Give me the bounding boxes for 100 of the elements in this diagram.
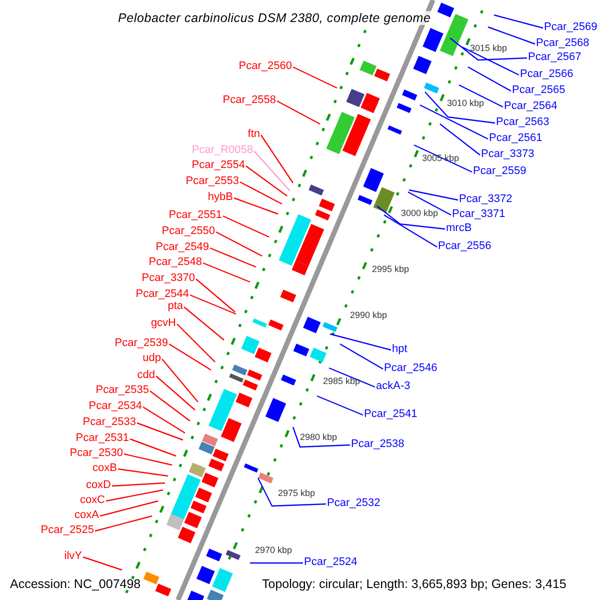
leader-line bbox=[424, 92, 496, 124]
gene-label: Pcar_3373 bbox=[481, 147, 534, 161]
gene-label: ackA-3 bbox=[376, 379, 410, 393]
gene-label: Pcar_2539 bbox=[114, 336, 168, 350]
gene-label: coxA bbox=[74, 508, 99, 522]
leader-line bbox=[292, 66, 338, 89]
leader-line bbox=[408, 191, 452, 216]
leader-line bbox=[106, 489, 164, 502]
gene-label: ftn bbox=[248, 127, 260, 141]
leader-line bbox=[222, 215, 270, 238]
leader-line bbox=[202, 262, 250, 283]
gene-label: Pcar_2554 bbox=[192, 158, 245, 172]
leader-line bbox=[210, 247, 256, 268]
leader-line bbox=[246, 166, 288, 196]
leader-line bbox=[414, 144, 472, 173]
leader-line bbox=[184, 306, 224, 340]
leader-line bbox=[190, 294, 236, 315]
leader-line bbox=[162, 358, 198, 402]
scale-label: 3015 kbp bbox=[470, 43, 508, 53]
leader-line bbox=[316, 395, 364, 416]
scale-label: 2995 kbp bbox=[372, 264, 410, 274]
gene-label: Pcar_3372 bbox=[459, 192, 512, 206]
gene-label: Pcar_2544 bbox=[136, 287, 189, 301]
gene-label: Pcar_2560 bbox=[238, 59, 292, 73]
gene-label: udp bbox=[142, 351, 161, 365]
leader-line bbox=[257, 478, 326, 507]
leader-line bbox=[408, 189, 458, 201]
leader-line bbox=[384, 214, 438, 248]
leader-line bbox=[260, 134, 294, 184]
leader-line bbox=[100, 500, 158, 517]
leader-line bbox=[124, 453, 172, 466]
scale-label: 3000 kbp bbox=[401, 208, 438, 218]
gene-label: coxC bbox=[80, 493, 105, 507]
leader-line bbox=[168, 343, 212, 371]
leader-line bbox=[494, 14, 544, 29]
scale-label: 2970 kbp bbox=[255, 545, 292, 555]
leader-line bbox=[458, 84, 504, 108]
leader-line bbox=[340, 343, 384, 370]
gene-label: gcvH bbox=[150, 316, 176, 330]
leader-line bbox=[216, 231, 262, 257]
gene-label: Pcar_2541 bbox=[364, 407, 418, 421]
gene-label: Pcar_2563 bbox=[496, 115, 550, 129]
info-text: Topology: circular; Length: 3,665,893 bp; Genes: 3,415 bbox=[262, 577, 566, 591]
scale-label: 2990 kbp bbox=[350, 310, 388, 320]
gene-label: hpt bbox=[392, 342, 408, 356]
leader-line bbox=[150, 390, 190, 422]
leader-line bbox=[450, 38, 528, 61]
scale-label: 2975 kbp bbox=[278, 488, 316, 498]
leader-line bbox=[488, 26, 536, 45]
leader-line bbox=[142, 406, 186, 434]
gene-label: Pcar_2553 bbox=[186, 174, 239, 188]
gene-label: Pcar_2533 bbox=[82, 415, 136, 429]
leader-line bbox=[420, 104, 488, 140]
gene-label: Pcar_2531 bbox=[76, 431, 129, 445]
gene-label: Pcar_2564 bbox=[504, 99, 558, 113]
leader-line bbox=[82, 556, 122, 571]
info-text: Accession: NC_007498 bbox=[10, 577, 141, 591]
leader-line bbox=[468, 66, 512, 92]
leader-line bbox=[328, 367, 376, 388]
leader-line bbox=[330, 333, 392, 351]
leader-line bbox=[156, 376, 196, 410]
leader-line bbox=[130, 438, 176, 457]
gene-label: hybB bbox=[208, 190, 233, 204]
gene-label: Pcar_2534 bbox=[88, 399, 142, 413]
gene-label: Pcar_2549 bbox=[156, 240, 209, 254]
gene-label: Pcar_2569 bbox=[544, 20, 598, 34]
leader-line bbox=[462, 46, 520, 76]
gene-label: Pcar_2568 bbox=[536, 36, 590, 50]
gene-label: Pcar_2561 bbox=[489, 131, 542, 145]
gene-label: Pcar_2566 bbox=[520, 67, 574, 81]
leader-line bbox=[292, 426, 350, 448]
gene-label: Pcar_2551 bbox=[168, 208, 222, 222]
leader-line bbox=[234, 197, 278, 215]
gene-label: Pcar_R0058 bbox=[192, 143, 253, 157]
leader-line bbox=[94, 515, 152, 532]
leader-line bbox=[254, 150, 290, 192]
leader-line bbox=[176, 324, 216, 362]
leader-line bbox=[276, 100, 320, 125]
gene-label: coxB bbox=[92, 461, 117, 475]
gene-label: Pcar_3370 bbox=[142, 271, 195, 285]
gene-label: Pcar_2558 bbox=[222, 93, 276, 107]
gene-label: Pcar_2538 bbox=[351, 437, 404, 451]
gene-label: Pcar_2559 bbox=[473, 164, 526, 178]
gene-label: ilvY bbox=[64, 549, 82, 563]
gene-label: pta bbox=[168, 299, 183, 313]
leader-line bbox=[136, 422, 184, 441]
gene-label: Pcar_2567 bbox=[528, 50, 582, 64]
gene-label: Pcar_2556 bbox=[438, 239, 492, 253]
diagram-title: Pelobacter carbinolicus DSM 2380, complete genome bbox=[118, 11, 431, 25]
gene-label: Pcar_2565 bbox=[512, 83, 566, 97]
gene-label: Pcar_2524 bbox=[304, 555, 358, 569]
gene-label: coxD bbox=[86, 478, 111, 492]
leader-line bbox=[118, 468, 168, 477]
leader-line bbox=[112, 482, 166, 487]
leader-line bbox=[196, 278, 236, 312]
gene-label: Pcar_2548 bbox=[148, 255, 202, 269]
scale-label: 3010 kbp bbox=[447, 98, 484, 108]
leader-line bbox=[440, 124, 480, 156]
gene-label: Pcar_2546 bbox=[384, 361, 438, 375]
scale-label: 2980 kbp bbox=[300, 432, 338, 442]
